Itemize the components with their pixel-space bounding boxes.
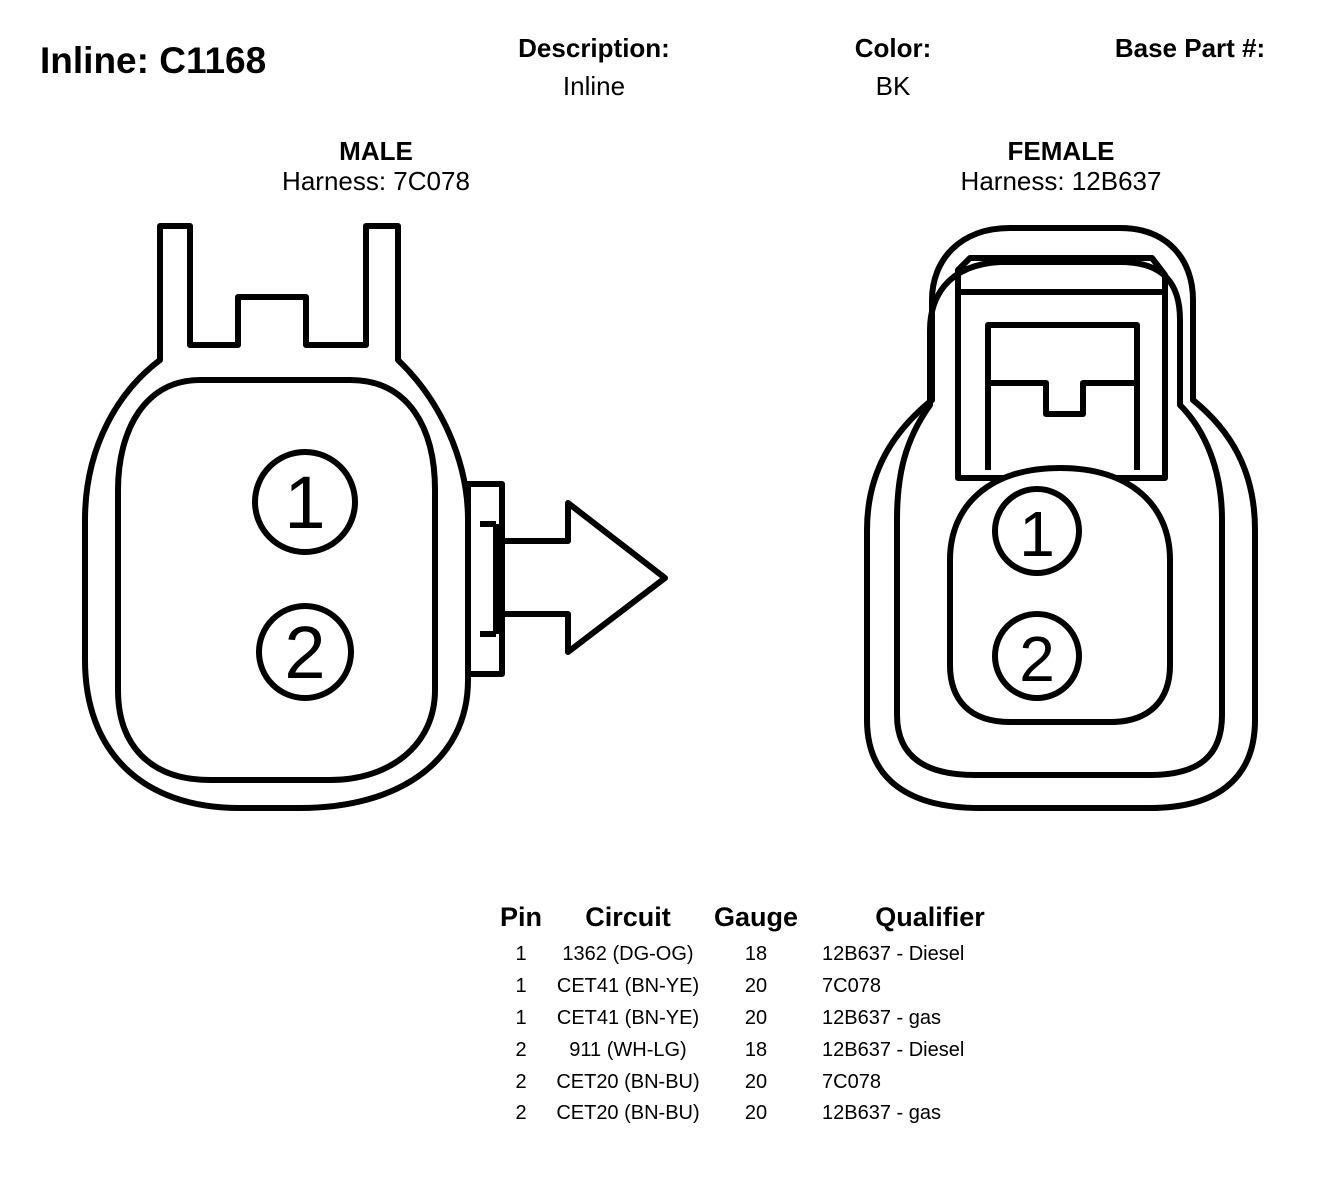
cell-qualifier: 7C078	[822, 1070, 881, 1093]
mating-arrow	[502, 500, 668, 655]
male-pin-1-circle	[252, 449, 358, 555]
base-part-label: Base Part #:	[1114, 33, 1266, 63]
cell-circuit: CET20 (BN-BU)	[556, 1070, 700, 1093]
female-pin-1-number: 1	[1019, 498, 1055, 570]
table-row: 1 CET41 (BN-YE) 20 12B637 - gas	[490, 1003, 1030, 1035]
description-label: Description:	[518, 33, 670, 63]
color-label: Color:	[854, 33, 932, 63]
cell-qualifier: 12B637 - gas	[822, 1102, 941, 1125]
male-inner-face	[115, 377, 438, 783]
cell-qualifier: 12B637 - gas	[822, 1006, 941, 1029]
male-pin-1-number: 1	[284, 461, 325, 544]
female-pin-2-circle	[992, 611, 1082, 701]
cell-gauge: 18	[744, 1038, 768, 1061]
female-connector	[864, 225, 1258, 811]
pin-table: Pin Circuit Gauge Qualifier 1 1362 (DG-O…	[490, 902, 1030, 1130]
female-pin-1-circle	[992, 486, 1082, 576]
cell-gauge: 20	[744, 1070, 768, 1093]
cell-circuit: CET20 (BN-BU)	[556, 1102, 700, 1125]
cell-gauge: 18	[744, 943, 768, 966]
cell-gauge: 20	[744, 1006, 768, 1029]
male-pin-2-circle	[256, 603, 354, 701]
table-row: 2 CET20 (BN-BU) 20 7C078	[490, 1066, 1030, 1098]
table-row: 1 1362 (DG-OG) 18 12B637 - Diesel	[490, 939, 1030, 971]
cell-pin: 1	[515, 1006, 527, 1029]
header-pin: Pin	[499, 902, 542, 932]
male-housing-outline	[82, 223, 471, 811]
female-lock-key	[988, 380, 1137, 417]
cell-gauge: 20	[744, 1102, 768, 1125]
cell-circuit: 1362 (DG-OG)	[562, 943, 694, 966]
male-label: MALE	[339, 136, 413, 166]
male-connector	[82, 223, 668, 811]
male-pin-2-number: 2	[284, 611, 325, 694]
cell-circuit: CET41 (BN-YE)	[556, 975, 700, 998]
cell-qualifier: 7C078	[822, 975, 881, 998]
cell-pin: 2	[515, 1102, 527, 1125]
female-lock-tab	[955, 255, 1168, 481]
table-row: 2 CET20 (BN-BU) 20 12B637 - gas	[490, 1098, 1030, 1130]
table-row: 1 CET41 (BN-YE) 20 7C078	[490, 971, 1030, 1003]
header-qualifier: Qualifier	[875, 902, 985, 932]
cell-pin: 2	[515, 1070, 527, 1093]
male-latch-body	[465, 481, 505, 677]
cell-pin: 2	[515, 1038, 527, 1061]
cell-circuit: 911 (WH-LG)	[569, 1038, 687, 1061]
table-row: 2 911 (WH-LG) 18 12B637 - Diesel	[490, 1034, 1030, 1066]
description-value: Inline	[562, 71, 626, 101]
female-lock-window	[985, 322, 1140, 470]
male-latch	[465, 481, 505, 677]
male-harness: Harness: 7C078	[282, 166, 470, 196]
cell-pin: 1	[515, 943, 527, 966]
cell-qualifier: 12B637 - Diesel	[822, 943, 965, 966]
female-harness: Harness: 12B637	[960, 166, 1162, 196]
cell-pin: 1	[515, 975, 527, 998]
cell-gauge: 20	[744, 975, 768, 998]
female-label: FEMALE	[1007, 136, 1115, 166]
pin-table-header: Pin Circuit Gauge Qualifier	[490, 902, 1030, 939]
color-value: BK	[875, 71, 911, 101]
cell-qualifier: 12B637 - Diesel	[822, 1038, 965, 1061]
female-inner-face	[894, 259, 1225, 778]
connector-title: Inline: C1168	[40, 40, 267, 81]
header-circuit: Circuit	[585, 902, 671, 932]
female-pin-cavity	[947, 465, 1173, 725]
female-pin-2-number: 2	[1019, 623, 1055, 695]
header-gauge: Gauge	[713, 902, 799, 932]
cell-circuit: CET41 (BN-YE)	[556, 1006, 700, 1029]
